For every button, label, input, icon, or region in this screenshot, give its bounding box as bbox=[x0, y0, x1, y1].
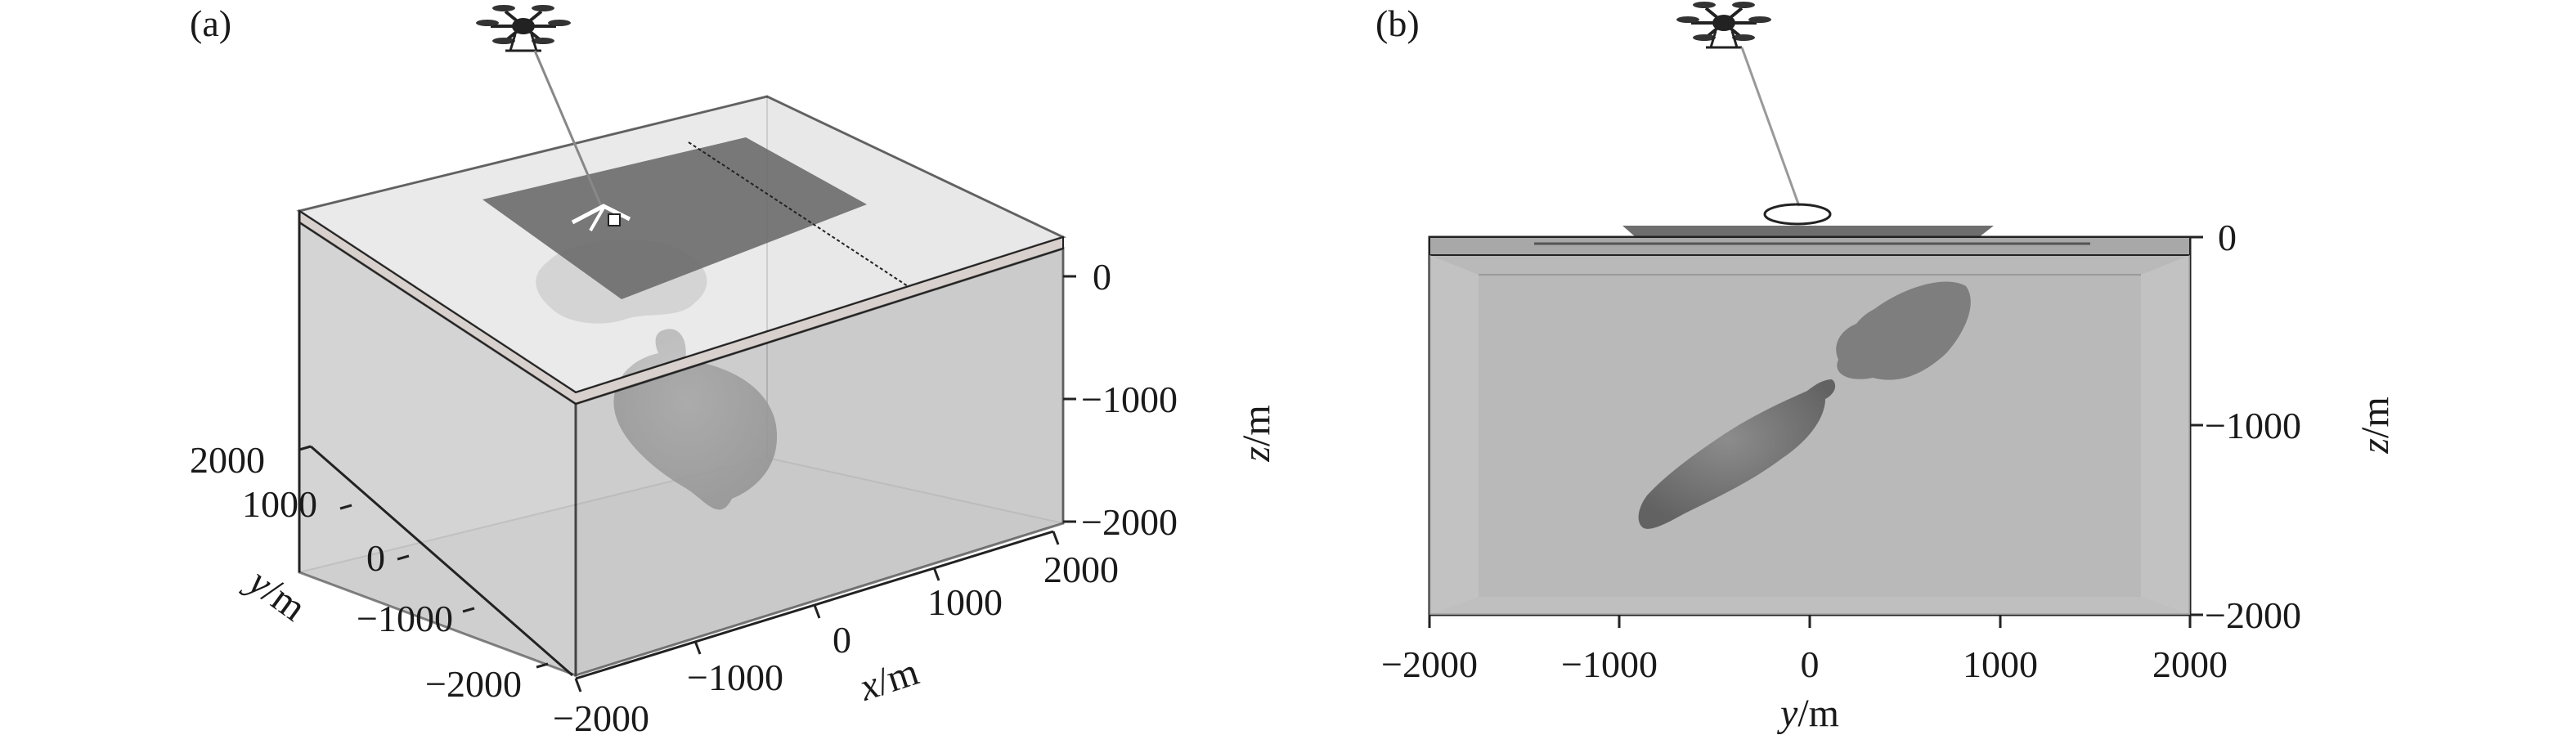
panel-b-anomaly-deep bbox=[1638, 379, 1836, 529]
panel-a-survey-plane bbox=[482, 137, 867, 299]
panel-a-y-tick-1: 1000 bbox=[242, 483, 317, 525]
panel-a-z-tick-0: 0 bbox=[1093, 256, 1111, 298]
panel-a-z-tick-1: −1000 bbox=[1081, 379, 1178, 420]
panel-a-x-tick-2: 0 bbox=[832, 619, 851, 661]
panel-b-y-axis-title: y/m bbox=[1776, 692, 1839, 735]
panel-a-z-axis-title: z/m bbox=[1235, 405, 1278, 462]
panel-b-z-tick-0: 0 bbox=[2218, 217, 2237, 258]
panel-a-z-tick-2: −2000 bbox=[1081, 501, 1178, 543]
panel-b-y-axis: −2000 −1000 0 1000 2000 y/m bbox=[1381, 615, 2228, 735]
panel-b-y-tick-1: −1000 bbox=[1561, 643, 1658, 685]
panel-b-z-tick-2: −2000 bbox=[2205, 594, 2301, 636]
towed-bird-icon bbox=[1763, 203, 1832, 226]
panel-b-z-axis: 0 −1000 −2000 z/m bbox=[2190, 217, 2397, 636]
panel-a: (a) bbox=[190, 2, 1278, 739]
panel-b-y-tick-0: −2000 bbox=[1381, 643, 1478, 685]
panel-b-z-axis-title: z/m bbox=[2354, 397, 2397, 454]
panel-b-label: (b) bbox=[1376, 2, 1420, 44]
panel-b-anomaly-shallow bbox=[1836, 281, 1971, 380]
drone-icon bbox=[474, 3, 572, 52]
panel-b-y-tick-4: 2000 bbox=[2152, 643, 2228, 685]
panel-b: (b) 0 −1000 bbox=[1376, 0, 2397, 735]
panel-a-y-tick-0: 2000 bbox=[190, 439, 265, 481]
panel-a-x-tick-4: 2000 bbox=[1043, 549, 1119, 590]
panel-a-z-axis: 0 −1000 −2000 z/m bbox=[1063, 256, 1278, 543]
panel-a-y-axis: 2000 1000 0 −1000 −2000 y/m bbox=[190, 439, 573, 705]
panel-a-x-tick-1: −1000 bbox=[687, 657, 783, 698]
drone-icon bbox=[1675, 0, 1773, 49]
panel-b-y-tick-2: 0 bbox=[1801, 643, 1820, 685]
panel-a-x-tick-0: −2000 bbox=[553, 697, 649, 739]
panel-a-x-tick-3: 1000 bbox=[927, 581, 1003, 623]
panel-a-y-tick-2: 0 bbox=[366, 537, 385, 579]
panel-a-x-axis-title: x/m bbox=[854, 650, 924, 710]
towed-bird-icon bbox=[571, 204, 631, 231]
panel-a-x-axis: −2000 −1000 0 1000 2000 x/m bbox=[553, 530, 1119, 739]
panel-a-y-tick-4: −2000 bbox=[425, 663, 522, 705]
panel-b-survey-plane bbox=[1622, 226, 1994, 237]
panel-a-label: (a) bbox=[190, 2, 231, 44]
panel-b-y-tick-3: 1000 bbox=[1963, 643, 2038, 685]
panel-a-y-tick-3: −1000 bbox=[357, 598, 453, 639]
panel-a-box bbox=[296, 95, 1067, 678]
panel-b-z-tick-1: −1000 bbox=[2205, 405, 2301, 446]
